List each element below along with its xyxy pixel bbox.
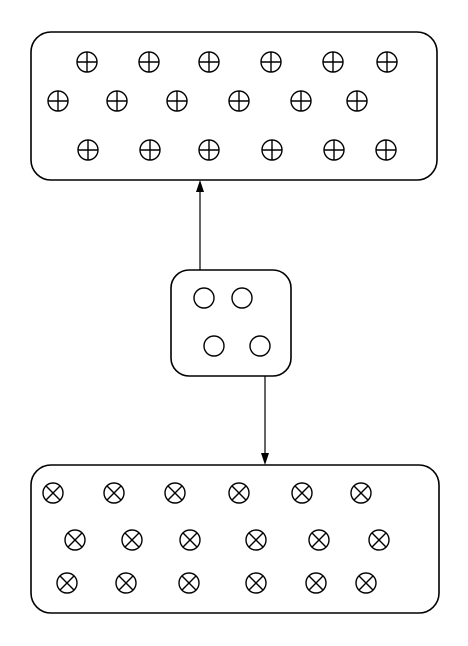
cross-symbol-set <box>42 482 390 594</box>
circled-cross-icon <box>42 482 64 504</box>
circled-plus-icon <box>323 139 345 161</box>
cross-antidiagonal-stroke <box>124 532 140 548</box>
circled-cross-icon <box>305 572 327 594</box>
cross-antidiagonal-stroke <box>59 575 75 591</box>
top-plus-group <box>30 31 438 181</box>
cross-antidiagonal-stroke <box>371 532 387 548</box>
cross-antidiagonal-stroke <box>181 575 197 591</box>
circled-cross-icon <box>179 529 201 551</box>
circled-cross-icon <box>355 572 377 594</box>
circled-plus-icon <box>322 51 344 73</box>
circled-cross-icon <box>308 529 330 551</box>
empty-circle-ring <box>193 287 215 309</box>
circled-plus-icon <box>198 51 220 73</box>
circled-cross-icon <box>115 572 137 594</box>
cross-antidiagonal-stroke <box>231 485 247 501</box>
circled-cross-icon <box>368 529 390 551</box>
circled-cross-icon <box>291 482 313 504</box>
empty-circle-icon <box>203 335 225 357</box>
circled-plus-icon <box>138 51 160 73</box>
cross-antidiagonal-stroke <box>311 532 327 548</box>
empty-circle-ring <box>203 335 225 357</box>
cross-antidiagonal-stroke <box>67 532 83 548</box>
cross-antidiagonal-stroke <box>358 575 374 591</box>
middle-empty-group <box>170 269 292 377</box>
circled-cross-icon <box>178 572 200 594</box>
cross-antidiagonal-stroke <box>45 485 61 501</box>
bottom-cross-group <box>30 464 440 614</box>
circled-cross-icon <box>103 482 125 504</box>
circled-plus-icon <box>77 139 99 161</box>
empty-circle-set <box>193 287 271 357</box>
circled-cross-icon <box>164 482 186 504</box>
cross-antidiagonal-stroke <box>353 485 369 501</box>
cross-antidiagonal-stroke <box>294 485 310 501</box>
middle-empty-box <box>170 269 292 377</box>
arrowhead-up-icon <box>196 180 204 192</box>
circled-cross-icon <box>56 572 78 594</box>
circled-plus-icon <box>290 90 312 112</box>
circled-plus-icon <box>139 139 161 161</box>
circled-cross-icon <box>228 482 250 504</box>
cross-antidiagonal-stroke <box>106 485 122 501</box>
circled-plus-icon <box>228 90 250 112</box>
circled-cross-icon <box>245 572 267 594</box>
circled-plus-icon <box>261 139 283 161</box>
cross-antidiagonal-stroke <box>308 575 324 591</box>
circled-plus-icon <box>260 51 282 73</box>
cross-antidiagonal-stroke <box>118 575 134 591</box>
circled-plus-icon <box>346 90 368 112</box>
plus-symbol-set <box>47 51 398 161</box>
circled-plus-icon <box>375 139 397 161</box>
circled-cross-icon <box>350 482 372 504</box>
empty-circle-icon <box>193 287 215 309</box>
circled-plus-icon <box>106 90 128 112</box>
connector-middle-to-bottom <box>261 376 269 465</box>
circled-cross-icon <box>64 529 86 551</box>
cross-antidiagonal-stroke <box>167 485 183 501</box>
arrowhead-down-icon <box>261 453 269 465</box>
circled-plus-icon <box>76 51 98 73</box>
empty-circle-icon <box>231 287 253 309</box>
circled-plus-icon <box>166 90 188 112</box>
cross-antidiagonal-stroke <box>248 575 264 591</box>
circled-plus-icon <box>47 90 69 112</box>
circled-plus-icon <box>376 51 398 73</box>
circled-plus-icon <box>198 139 220 161</box>
circled-cross-icon <box>121 529 143 551</box>
cross-antidiagonal-stroke <box>248 532 264 548</box>
cross-antidiagonal-stroke <box>182 532 198 548</box>
empty-circle-ring <box>231 287 253 309</box>
circled-cross-icon <box>245 529 267 551</box>
empty-circle-ring <box>249 335 271 357</box>
empty-circle-icon <box>249 335 271 357</box>
connector-middle-to-top <box>196 180 204 270</box>
